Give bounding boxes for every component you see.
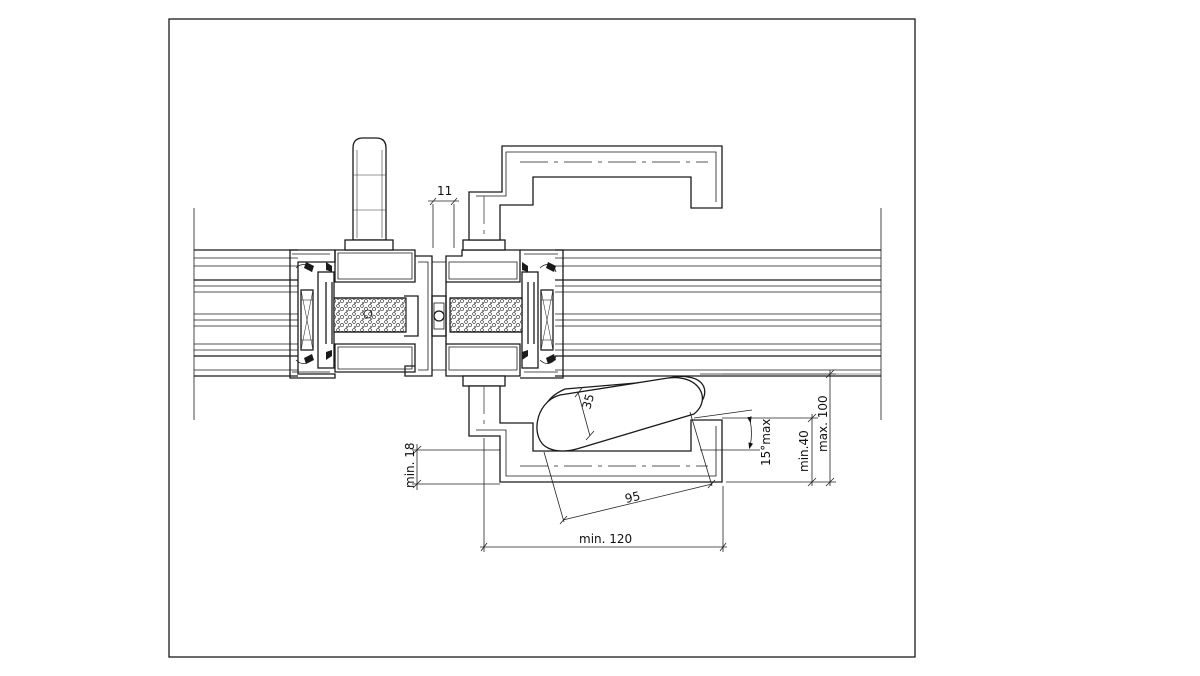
dimension-min-40 bbox=[722, 413, 818, 487]
dimension-35 bbox=[574, 387, 595, 441]
dimension-11-label: 11 bbox=[437, 184, 452, 198]
drawing-frame bbox=[168, 18, 916, 658]
dimension-min-18-label: min. 18 bbox=[403, 442, 417, 488]
bottom-pull-handle bbox=[462, 375, 723, 483]
dimension-15-degree-label: 15°max bbox=[759, 419, 773, 466]
dimension-35-label: 35 bbox=[579, 392, 597, 411]
dimension-max-100-label: max. 100 bbox=[816, 395, 830, 452]
dimension-11 bbox=[428, 197, 459, 248]
left-handle bbox=[344, 137, 394, 251]
dimension-15-degree bbox=[693, 409, 760, 451]
frame-profile-right bbox=[445, 249, 564, 379]
glass-panes-right bbox=[555, 208, 882, 420]
thermal-break-right bbox=[449, 297, 523, 333]
dimension-min-120 bbox=[480, 438, 727, 552]
thermal-break-left bbox=[333, 297, 407, 333]
dimension-95 bbox=[543, 411, 716, 525]
center-mullion bbox=[431, 261, 447, 371]
dimension-min-120-label: min. 120 bbox=[579, 532, 632, 546]
glass-panes-left bbox=[193, 208, 298, 420]
dimension-95-label: 95 bbox=[624, 489, 642, 506]
top-pull-handle bbox=[462, 145, 723, 251]
dimension-min-18 bbox=[412, 444, 500, 490]
hand-grip-oval bbox=[536, 375, 706, 452]
glazing-spacers bbox=[300, 289, 554, 351]
dimension-min-40-label: min.40 bbox=[797, 430, 811, 472]
